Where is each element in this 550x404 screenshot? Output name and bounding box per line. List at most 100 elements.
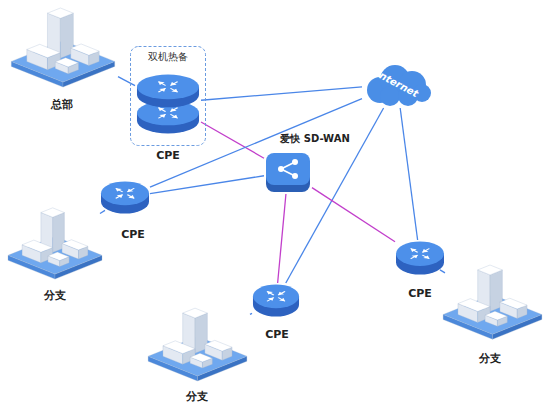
sdwan-shape: [264, 150, 312, 194]
branch-building: 分支: [5, 205, 105, 280]
icon-stroke: [127, 188, 134, 192]
icon-arrowhead: [412, 255, 418, 258]
disk-top: [396, 241, 444, 265]
icon-arrowhead: [128, 195, 134, 198]
node-label: 分支: [44, 289, 66, 302]
icon-stroke: [127, 195, 134, 199]
router-icon: [158, 82, 177, 93]
icon-arrowhead: [268, 298, 274, 301]
network-link: [150, 176, 264, 194]
cpe-shape: [252, 283, 300, 318]
building-block-top: [205, 340, 232, 351]
icon-arrowhead: [267, 291, 273, 294]
share-icon-dot: [292, 159, 298, 165]
network-link: [400, 108, 417, 240]
cpe-device: CPE: [252, 283, 300, 318]
disk-top: [253, 284, 299, 308]
icon-arrowhead: [170, 108, 176, 111]
router-icon: [158, 108, 177, 119]
icon-stroke: [170, 88, 177, 92]
icon-arrowhead: [171, 115, 177, 118]
icon-arrowhead: [117, 195, 123, 198]
cpe2-shape: [135, 72, 201, 134]
cpe-shape: [395, 240, 445, 276]
icon-arrowhead: [159, 114, 165, 117]
cpe-device: CPE: [100, 180, 150, 215]
icon-stroke: [278, 291, 285, 295]
network-link: [118, 77, 135, 86]
icon-arrowhead: [116, 188, 122, 191]
icon-stroke: [170, 114, 177, 118]
building-shape: [440, 262, 545, 340]
icon-arrowhead: [423, 255, 429, 258]
icon-stroke: [158, 82, 165, 86]
icon-arrowhead: [158, 82, 164, 85]
sdwan-top: [266, 153, 310, 185]
branch-building: 分支: [440, 262, 545, 340]
building-shape: [8, 5, 118, 90]
icon-arrowhead: [422, 249, 428, 252]
icon-arrowhead: [171, 89, 177, 92]
node-label: 总部: [51, 98, 73, 111]
building-block-top: [485, 311, 507, 320]
building-block-top: [27, 44, 61, 57]
icon-stroke: [422, 249, 429, 253]
share-icon-dot: [292, 173, 298, 179]
hq-building: 总部: [8, 5, 118, 90]
building-block-top: [478, 265, 503, 275]
icon-stroke: [158, 88, 165, 92]
building-block-top: [71, 44, 99, 55]
sdwan-controller: 爱快 SD-WAN: [264, 150, 312, 194]
building-block-top: [500, 298, 527, 309]
branch-building: 分支: [145, 305, 250, 380]
building-block-top: [458, 299, 490, 312]
network-link: [440, 270, 445, 273]
building-shape: [145, 305, 250, 380]
cpe-device: CPE: [395, 240, 445, 276]
network-link: [312, 188, 395, 242]
icon-stroke: [267, 291, 274, 295]
icon-arrowhead: [170, 82, 176, 85]
icon-arrowhead: [411, 249, 417, 252]
icon-stroke: [411, 255, 418, 259]
icon-stroke: [170, 108, 177, 112]
building-block-top: [62, 240, 88, 250]
building-block-top: [163, 341, 195, 354]
node-label: CPE: [265, 328, 289, 341]
building-block-top: [41, 208, 65, 217]
node-label: CPE: [156, 149, 180, 162]
icon-stroke: [158, 108, 165, 112]
icon-arrowhead: [127, 189, 133, 192]
icon-stroke: [422, 255, 429, 259]
disk-top: [101, 181, 149, 205]
node-label: 爱快 SD-WAN: [280, 133, 350, 145]
internet-cloud: Internet: [362, 60, 432, 108]
router-icon: [116, 188, 135, 198]
node-label: 双机热备: [148, 51, 188, 63]
node-label: 分支: [479, 352, 501, 365]
building-block-top: [190, 353, 212, 362]
ha-group: CPE 双机热备: [130, 46, 206, 146]
building-shape: [5, 205, 105, 280]
building-block-top: [48, 252, 69, 260]
router-icon: [411, 249, 430, 259]
network-link: [278, 194, 286, 283]
icon-arrowhead: [158, 108, 164, 111]
icon-arrowhead: [279, 298, 285, 301]
dashed-group-border: [131, 47, 206, 146]
icon-stroke: [411, 249, 418, 253]
network-link: [100, 210, 105, 213]
icon-stroke: [267, 298, 274, 302]
router-icon: [267, 291, 285, 301]
building-block-top: [47, 8, 73, 18]
icon-stroke: [116, 188, 123, 192]
network-link: [250, 313, 252, 314]
icon-stroke: [116, 195, 123, 199]
icon-arrowhead: [278, 292, 284, 295]
building-block-top: [22, 240, 53, 252]
building-block-top: [55, 58, 78, 67]
cpe-device: CPE: [135, 72, 201, 134]
cpe-shape: [100, 180, 150, 215]
icon-stroke: [278, 298, 285, 302]
